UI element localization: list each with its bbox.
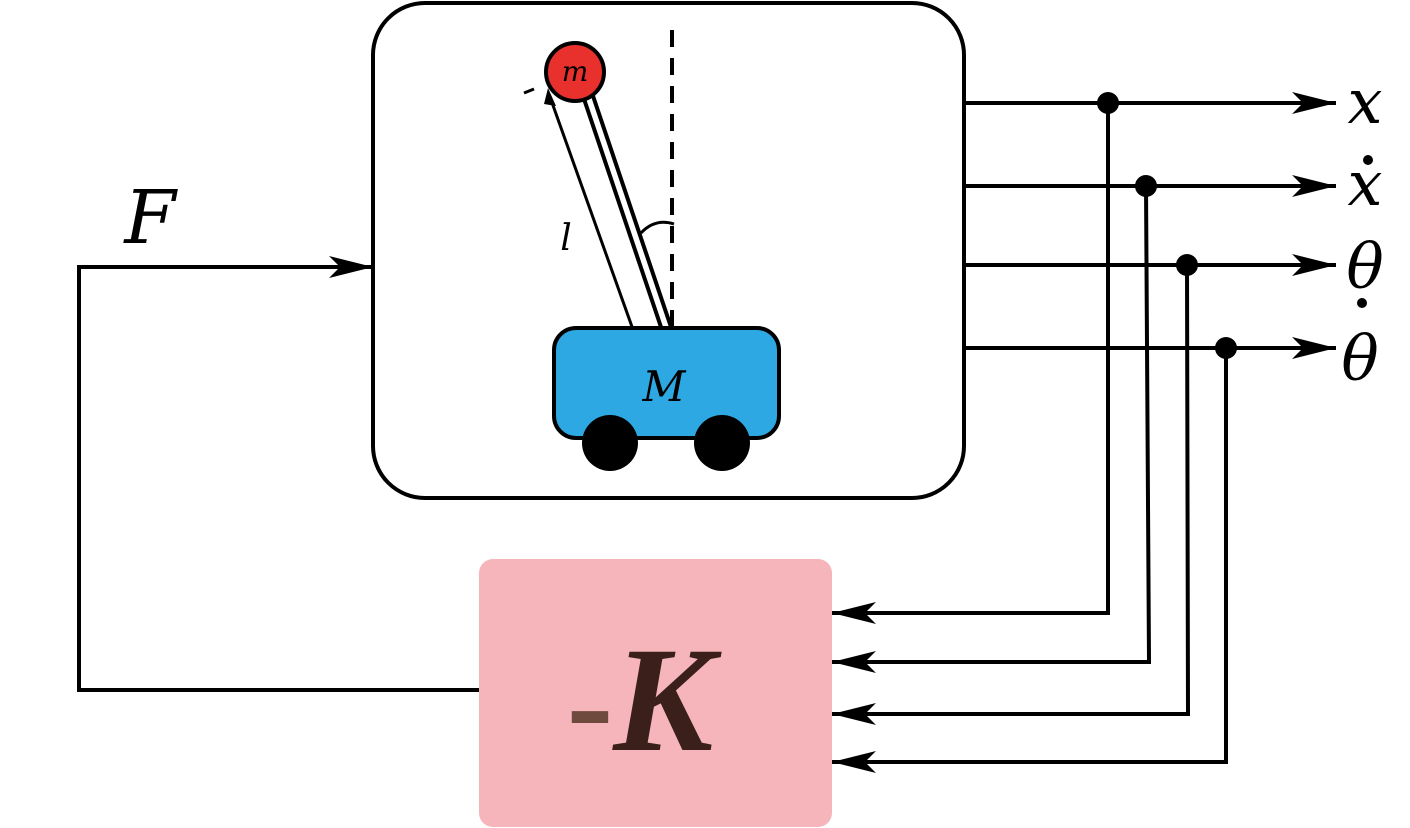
- cart-wheel-right: [694, 415, 750, 471]
- angle-arc: [639, 220, 675, 235]
- length-label: l: [560, 218, 572, 259]
- input-force-line: [77, 256, 479, 692]
- feedback-line-theta-dot: [832, 348, 1228, 773]
- pendulum-rod: [581, 92, 674, 331]
- controller-sign: -: [567, 626, 614, 781]
- derivative-dot-x: [1363, 155, 1373, 165]
- controller-gain: K: [611, 617, 722, 783]
- input-force-label: F: [122, 175, 178, 261]
- controller-label: -K: [567, 617, 723, 783]
- output-label-theta-dot: θ: [1341, 322, 1378, 395]
- pendulum-bob: [544, 41, 606, 103]
- cart: [552, 326, 781, 440]
- plant-block: [371, 1, 966, 500]
- feedback-line-theta: [832, 264, 1191, 725]
- feedback-line-x: [832, 103, 1110, 624]
- pendulum-mass-label: m: [562, 55, 589, 88]
- derivative-dot-theta: [1357, 298, 1367, 308]
- cart-wheel-left: [582, 415, 638, 471]
- output-label-x: x: [1348, 65, 1383, 138]
- cart-mass-label: M: [641, 362, 686, 411]
- controller-block: [479, 559, 832, 827]
- output-label-theta: θ: [1346, 230, 1383, 303]
- feedback-line-x-dot: [832, 185, 1152, 673]
